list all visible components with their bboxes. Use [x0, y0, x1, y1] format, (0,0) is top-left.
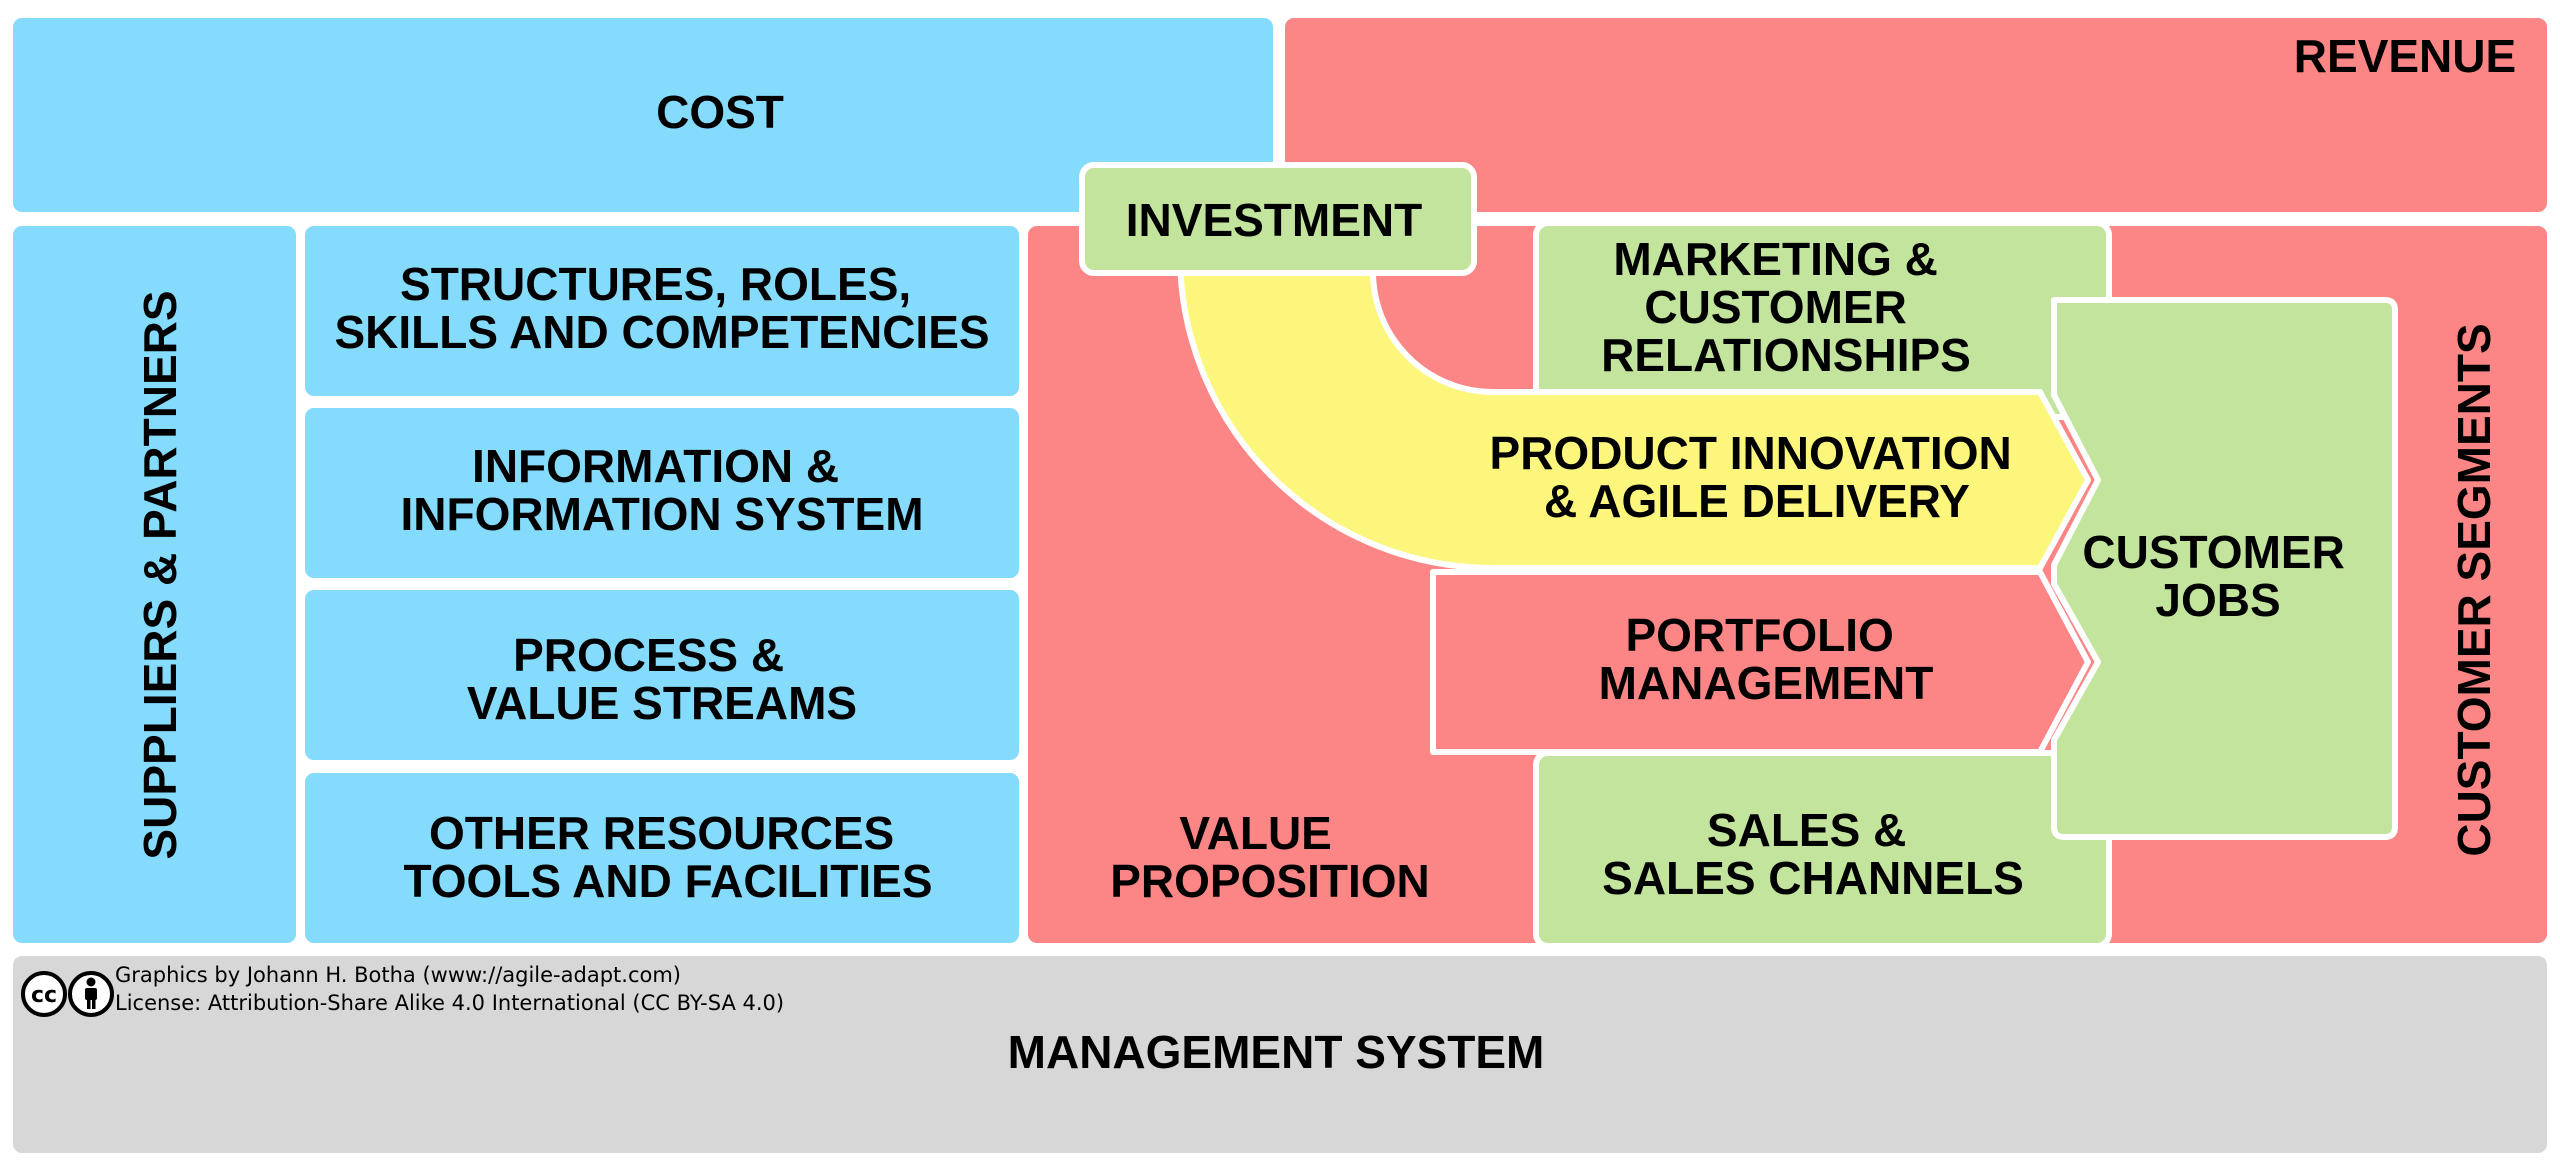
process-label: PROCESS & VALUE STREAMS	[467, 629, 857, 729]
information-block: INFORMATION & INFORMATION SYSTEM	[299, 402, 1025, 584]
suppliers-partners-block: SUPPLIERS & PARTNERS	[7, 220, 302, 949]
value-proposition-label: VALUE PROPOSITION	[1110, 807, 1429, 907]
other-resources-block: OTHER RESOURCES TOOLS AND FACILITIES	[299, 767, 1025, 949]
structures-block: STRUCTURES, ROLES, SKILLS AND COMPETENCI…	[299, 220, 1025, 402]
customer-jobs-label: CUSTOMER JOBS	[2082, 526, 2357, 626]
customer-segments-label: CUSTOMER SEGMENTS	[2448, 323, 2500, 856]
marketing-label: MARKETING & CUSTOMER RELATIONSHIPS	[1601, 233, 1971, 381]
sales-block: SALES & SALES CHANNELS	[1533, 750, 2112, 949]
attribution-person-icon	[68, 971, 114, 1017]
portfolio-arrow: PORTFOLIO MANAGEMENT	[1430, 569, 2091, 755]
investment-block: INVESTMENT	[1079, 162, 1477, 276]
revenue-block: REVENUE	[1279, 12, 2553, 218]
cc-license-icon: cc	[21, 971, 67, 1017]
sales-label: SALES & SALES CHANNELS	[1602, 804, 2024, 904]
customer-jobs-block: CUSTOMER JOBS	[2051, 297, 2398, 840]
management-system-block: MANAGEMENT SYSTEM	[7, 950, 2553, 1159]
product-innovation-arrow: PRODUCT INNOVATION & AGILE DELIVERY	[1177, 252, 2091, 571]
marketing-block: MARKETING & CUSTOMER RELATIONSHIPS	[1533, 220, 2112, 420]
information-label: INFORMATION & INFORMATION SYSTEM	[400, 440, 923, 540]
credit-line-author: Graphics by Johann H. Botha (www://agile…	[115, 963, 681, 987]
revenue-label: REVENUE	[2294, 30, 2516, 82]
management-system-label: MANAGEMENT SYSTEM	[1008, 1026, 1545, 1078]
cost-label: COST	[656, 86, 784, 138]
portfolio-label: PORTFOLIO MANAGEMENT	[1599, 609, 1934, 709]
cost-block: COST	[7, 12, 1279, 218]
svg-text:cc: cc	[31, 983, 57, 1008]
product-innovation-label: PRODUCT INNOVATION & AGILE DELIVERY	[1490, 427, 2025, 527]
investment-label: INVESTMENT	[1126, 194, 1422, 246]
suppliers-partners-label: SUPPLIERS & PARTNERS	[134, 290, 186, 859]
other-resources-label: OTHER RESOURCES TOOLS AND FACILITIES	[403, 807, 932, 907]
process-block: PROCESS & VALUE STREAMS	[299, 584, 1025, 766]
credit-line-license: License: Attribution-Share Alike 4.0 Int…	[115, 991, 784, 1015]
structures-label: STRUCTURES, ROLES, SKILLS AND COMPETENCI…	[334, 258, 989, 358]
